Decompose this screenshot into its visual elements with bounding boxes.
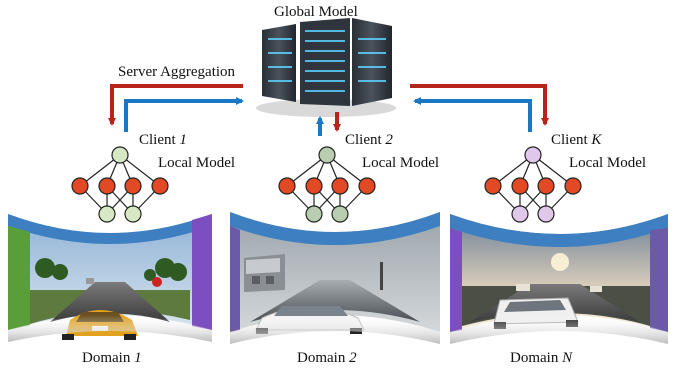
network-node-hidden xyxy=(278,177,296,195)
network-node-input xyxy=(318,146,336,164)
network-node-hidden xyxy=(358,177,376,195)
network-node-hidden xyxy=(484,177,502,195)
client-2-label: Client 2 xyxy=(345,132,393,148)
domain-n-label: Domain N xyxy=(510,350,573,366)
network-node-hidden xyxy=(305,177,323,195)
download-arrow-client-k xyxy=(410,84,549,126)
domain-panorama-n xyxy=(450,214,668,344)
network-node-input xyxy=(524,146,542,164)
global-model-label: Global Model xyxy=(274,4,358,20)
network-node-output xyxy=(511,205,529,223)
domain-1-label: Domain 1 xyxy=(82,350,142,366)
local-model-network-client-1 xyxy=(71,146,169,223)
domain-panorama-1 xyxy=(8,214,212,342)
local-model-network-client-2 xyxy=(278,146,376,223)
network-node-output xyxy=(537,205,555,223)
client-k-label: Client K xyxy=(551,132,602,148)
download-arrow-client-1 xyxy=(108,84,243,126)
network-node-hidden xyxy=(564,177,582,195)
network-node-output xyxy=(305,205,323,223)
network-node-input xyxy=(111,146,129,164)
upload-arrow-client-1 xyxy=(124,97,244,132)
network-node-output xyxy=(98,205,116,223)
network-node-hidden xyxy=(151,177,169,195)
upload-arrow-client-k xyxy=(413,97,532,132)
network-node-hidden xyxy=(98,177,116,195)
client-k-local-model-label: Local Model xyxy=(569,155,647,171)
client-1-local-model-label: Local Model xyxy=(158,155,236,171)
network-node-hidden xyxy=(511,177,529,195)
domain-2-label: Domain 2 xyxy=(297,350,357,366)
local-model-networks xyxy=(71,146,582,223)
server-aggregation-label: Server Aggregation xyxy=(118,64,236,80)
network-node-output xyxy=(124,205,142,223)
network-node-hidden xyxy=(71,177,89,195)
network-node-output xyxy=(331,205,349,223)
network-node-hidden xyxy=(124,177,142,195)
server-rack-icon xyxy=(256,18,396,117)
local-model-network-client-k xyxy=(484,146,582,223)
aggregation-arrows xyxy=(108,84,549,136)
client-2-local-model-label: Local Model xyxy=(362,155,440,171)
domain-panorama-2 xyxy=(230,212,440,344)
network-node-hidden xyxy=(331,177,349,195)
client-1-label: Client 1 xyxy=(139,132,187,148)
network-node-hidden xyxy=(537,177,555,195)
